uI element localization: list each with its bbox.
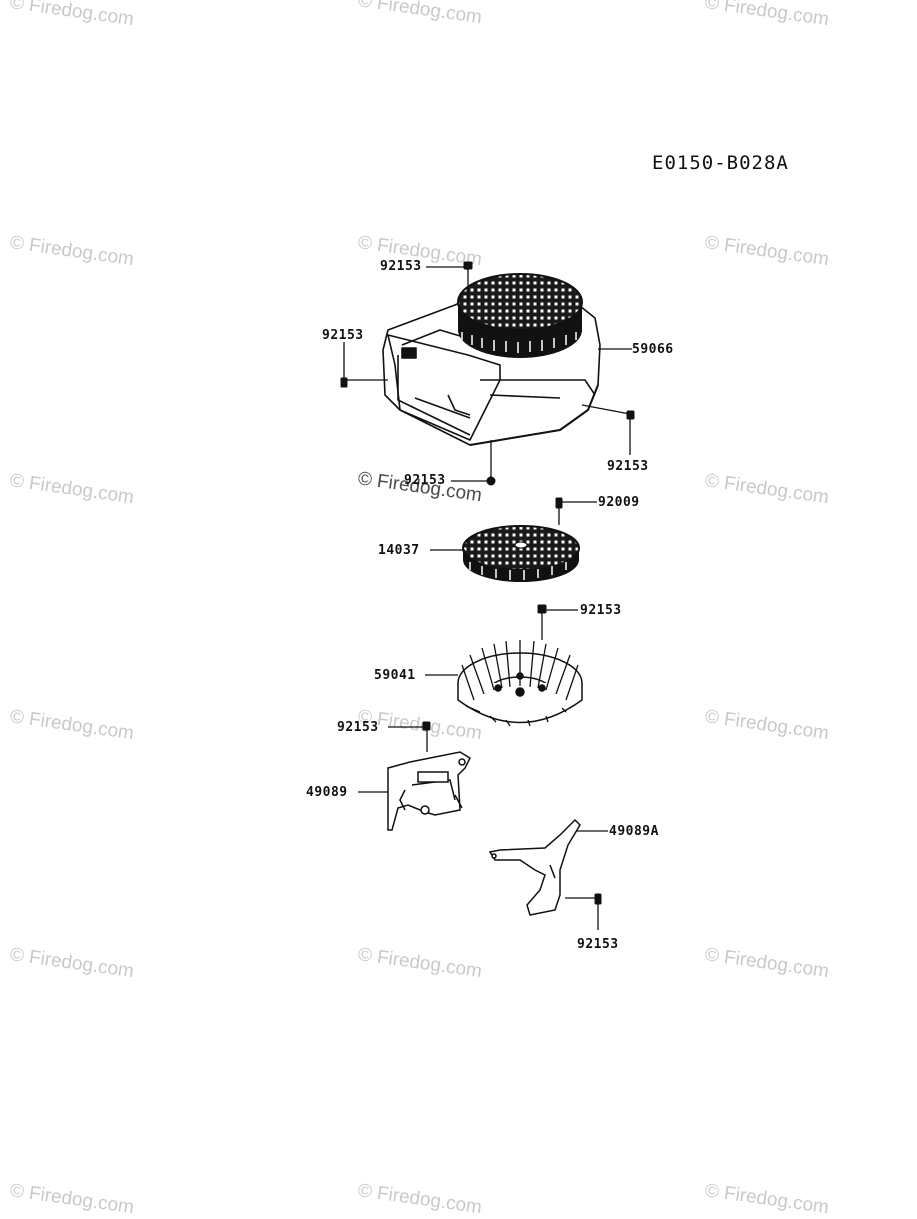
callout-bolt-left: 92153 bbox=[322, 328, 364, 343]
cooling-fan bbox=[457, 640, 583, 727]
callout-cooling-fan: 59041 bbox=[374, 668, 416, 683]
callout-bolt-baffle: 92153 bbox=[337, 720, 379, 735]
callout-bolt-right: 92153 bbox=[607, 459, 649, 474]
callout-bolt-fan: 92153 bbox=[580, 603, 622, 618]
callout-screen: 14037 bbox=[378, 543, 420, 558]
rotating-screen bbox=[462, 525, 580, 582]
callout-bolt-top: 92153 bbox=[380, 259, 422, 274]
air-baffle-left bbox=[387, 751, 471, 831]
callout-fan-housing: 59066 bbox=[632, 342, 674, 357]
callout-baffle: 49089 bbox=[306, 785, 348, 800]
leader-lines bbox=[343, 266, 632, 930]
callout-bolt-bottom: 92153 bbox=[404, 473, 446, 488]
callout-bolt-baffle-a: 92153 bbox=[577, 937, 619, 952]
callout-baffle-a: 49089A bbox=[609, 824, 659, 839]
air-baffle-right bbox=[488, 818, 581, 916]
diagram-code: E0150-B028A bbox=[652, 152, 789, 174]
housing-grille bbox=[457, 273, 583, 358]
callout-screw: 92009 bbox=[598, 495, 640, 510]
